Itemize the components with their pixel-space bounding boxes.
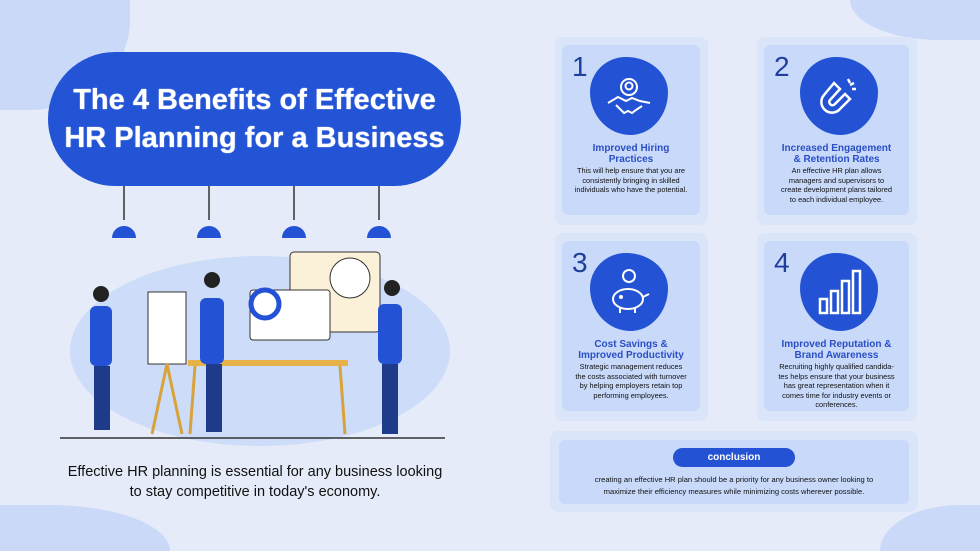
benefit-title: Cost Savings &Improved Productivity bbox=[578, 339, 684, 361]
benefit-description: Recruiting highly qualified candida-tes … bbox=[778, 362, 895, 409]
piggy-bank-icon bbox=[590, 253, 668, 331]
ceiling-lamps bbox=[112, 186, 391, 238]
bar-chart-icon bbox=[800, 253, 878, 331]
benefit-number: 4 bbox=[774, 247, 790, 278]
page-title: The 4 Benefits of Effective HR Planning … bbox=[48, 52, 461, 186]
benefit-card-3: 3 Cost Savings &Improved Productivity St… bbox=[555, 233, 708, 421]
benefit-number: 3 bbox=[572, 247, 588, 278]
conclusion-card: conclusion creating an effective HR plan… bbox=[550, 431, 918, 512]
decor-blob bbox=[850, 0, 980, 40]
benefit-title: Improved Reputation &Brand Awareness bbox=[781, 339, 892, 361]
benefit-number: 2 bbox=[774, 51, 790, 82]
handshake-gear-icon bbox=[590, 57, 668, 135]
conclusion-label: conclusion bbox=[673, 448, 795, 467]
benefit-card-2: 2 Increased Engagement& Retention Rates … bbox=[757, 37, 917, 225]
benefit-title: Increased Engagement& Retention Rates bbox=[781, 143, 892, 165]
magnet-icon bbox=[800, 57, 878, 135]
conclusion-text: creating an effective HR plan should be … bbox=[594, 475, 874, 496]
benefit-card-4: 4 Improved Reputation &Brand Awareness R… bbox=[757, 233, 917, 421]
intro-text: Effective HR planning is essential for a… bbox=[67, 464, 443, 500]
decor-blob bbox=[0, 505, 170, 551]
hr-team-illustration bbox=[60, 186, 450, 446]
benefit-number: 1 bbox=[572, 51, 588, 82]
